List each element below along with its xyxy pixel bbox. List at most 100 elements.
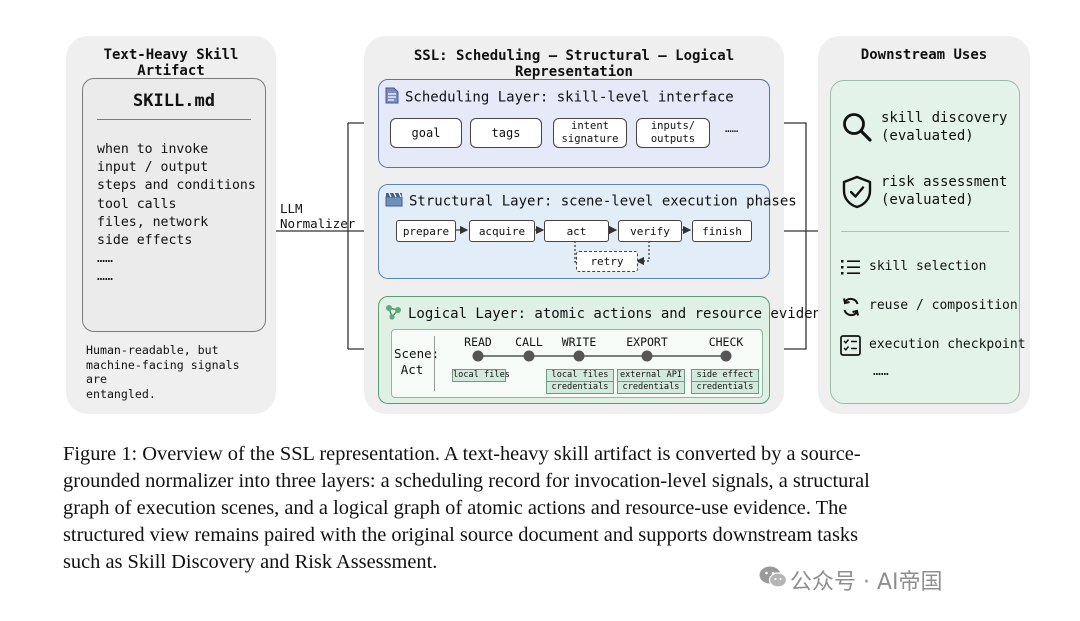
downstream-title: Downstream Uses bbox=[860, 47, 988, 63]
action-read: READ bbox=[464, 335, 492, 349]
chip-label: signature bbox=[561, 133, 619, 145]
shield-check-icon bbox=[841, 175, 873, 213]
note-line: entangled. bbox=[86, 386, 156, 401]
cycle-icon bbox=[841, 297, 861, 321]
use-line: skill discovery bbox=[881, 110, 1008, 126]
watermark-text: 公众号 · AI帝国 bbox=[790, 570, 943, 595]
resource-write: local files credentials bbox=[546, 369, 614, 394]
normalizer-line: Normalizer bbox=[280, 216, 356, 231]
doc-line: when to invoke bbox=[97, 142, 209, 157]
doc-line: steps and conditions bbox=[97, 178, 256, 194]
chip-label: outputs bbox=[650, 133, 696, 145]
document-icon bbox=[385, 87, 399, 108]
action-chain bbox=[472, 350, 732, 362]
use-line: (evaluated) bbox=[881, 128, 974, 144]
structural-layer-title: Structural Layer: scene-level execution … bbox=[409, 193, 797, 210]
use-skill-discovery: skill discovery (evaluated) bbox=[881, 109, 1007, 145]
structural-layer-header: Structural Layer: scene-level execution … bbox=[385, 192, 797, 211]
resource-line: credentials bbox=[622, 382, 680, 392]
chip-inputs-outputs: inputs/ outputs bbox=[636, 118, 710, 148]
more-chips: …… bbox=[725, 122, 739, 135]
use-more: …… bbox=[873, 364, 889, 379]
action-node-call bbox=[523, 350, 535, 362]
chip-label: goal bbox=[411, 125, 441, 140]
use-line: risk assessment bbox=[881, 174, 1008, 190]
use-skill-selection: skill selection bbox=[869, 259, 987, 274]
phase-arrows bbox=[454, 225, 692, 266]
action-export: EXPORT bbox=[626, 335, 668, 349]
action-check: CHECK bbox=[708, 335, 744, 349]
chip-label: tags bbox=[491, 125, 521, 140]
caption-line: graph of execution scenes, and a logical… bbox=[63, 497, 848, 519]
phase-act: act bbox=[544, 220, 609, 242]
chip-intent-signature: intent signature bbox=[553, 118, 627, 148]
caption-line: such as Skill Discovery and Risk Assessm… bbox=[63, 551, 438, 573]
resource-line: side effect bbox=[692, 370, 758, 382]
phase-finish: finish bbox=[692, 220, 752, 242]
use-execution-checkpoint: execution checkpoint bbox=[869, 337, 1026, 352]
doc-line: side effects bbox=[97, 233, 193, 249]
doc-line: …… bbox=[97, 251, 113, 267]
clapperboard-icon bbox=[385, 192, 403, 211]
chip-label: inputs/ bbox=[650, 120, 696, 132]
skill-md-document: SKILL.md when to invoke input / output s… bbox=[82, 78, 266, 332]
logical-layer-title: Logical Layer: atomic actions and resour… bbox=[408, 306, 838, 322]
resource-read: local files bbox=[452, 369, 510, 382]
ssl-title: SSL: Scheduling – Structural – Logical R… bbox=[413, 48, 735, 80]
action-node-read bbox=[472, 350, 484, 362]
checklist-icon bbox=[840, 335, 861, 360]
scene-label-line: Act bbox=[400, 362, 424, 377]
chip-goal: goal bbox=[390, 118, 462, 148]
resource-line: credentials bbox=[551, 382, 609, 392]
scheduling-layer: Scheduling Layer: skill-level interface … bbox=[378, 79, 770, 168]
resource-line: credentials bbox=[696, 382, 754, 392]
scheduling-layer-header: Scheduling Layer: skill-level interface bbox=[385, 87, 734, 108]
list-icon bbox=[841, 259, 861, 279]
note-line: machine-facing signals are bbox=[86, 357, 240, 387]
caption-line: grounded normalizer into three layers: a… bbox=[63, 470, 870, 492]
skill-artifact-title: Text-Heavy Skill Artifact bbox=[103, 47, 239, 79]
search-icon bbox=[841, 111, 873, 147]
chip-tags: tags bbox=[470, 118, 542, 148]
resource-line: external API bbox=[618, 370, 684, 382]
caption-line: structured view remains paired with the … bbox=[63, 524, 859, 546]
action-write: WRITE bbox=[561, 335, 597, 349]
note-line: Human-readable, but bbox=[86, 343, 219, 357]
figure-caption: Figure 1: Overview of the SSL representa… bbox=[63, 441, 1048, 576]
doc-line: tool calls bbox=[97, 196, 177, 212]
action-call: CALL bbox=[515, 335, 543, 349]
llm-normalizer-label: LLM Normalizer bbox=[280, 201, 355, 231]
resource-export: external API credentials bbox=[617, 369, 685, 394]
doc-line: input / output bbox=[97, 160, 209, 176]
phase-verify: verify bbox=[618, 220, 682, 242]
chip-label: intent bbox=[571, 120, 609, 132]
action-node-check bbox=[720, 350, 732, 362]
scene-divider bbox=[434, 336, 435, 391]
logical-layer-header: Logical Layer: atomic actions and resour… bbox=[385, 304, 838, 324]
action-node-export bbox=[641, 350, 653, 362]
phase-acquire: acquire bbox=[469, 220, 535, 242]
normalizer-line: LLM bbox=[280, 201, 303, 216]
skill-md-filename: SKILL.md bbox=[133, 91, 215, 111]
document-divider bbox=[97, 119, 251, 120]
resource-line: local files bbox=[547, 370, 613, 382]
logical-layer: Logical Layer: atomic actions and resour… bbox=[378, 296, 838, 404]
artifact-note: Human-readable, but machine-facing signa… bbox=[86, 343, 266, 401]
resource-check: side effect credentials bbox=[691, 369, 759, 394]
graph-icon bbox=[385, 304, 402, 324]
scheduling-layer-title: Scheduling Layer: skill-level interface bbox=[405, 89, 734, 106]
scene-act-box: Scene: Act READ CALL WRITE EXPORT CHECK … bbox=[391, 329, 763, 398]
caption-line: Figure 1: Overview of the SSL representa… bbox=[63, 443, 861, 465]
use-line: (evaluated) bbox=[881, 192, 974, 208]
doc-line: …… bbox=[97, 269, 113, 285]
scene-label-line: Scene: bbox=[394, 346, 440, 361]
resource-line: local files bbox=[453, 370, 510, 380]
use-risk-assessment: risk assessment (evaluated) bbox=[881, 173, 1007, 209]
doc-line: files, network bbox=[97, 214, 209, 230]
scene-label: Scene: Act bbox=[394, 346, 440, 378]
use-reuse-composition: reuse / composition bbox=[869, 298, 1018, 313]
action-node-write bbox=[573, 350, 585, 362]
downstream-divider bbox=[841, 231, 1009, 232]
document-lines: when to invoke input / output steps and … bbox=[97, 141, 256, 287]
phase-prepare: prepare bbox=[396, 220, 456, 242]
